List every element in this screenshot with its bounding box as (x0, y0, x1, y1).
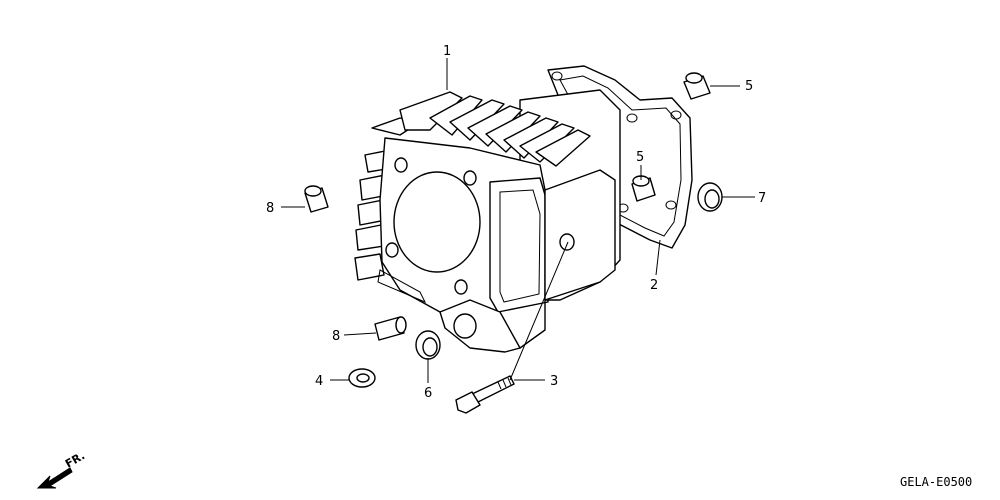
drawing-code: GELA-E0500 (900, 475, 972, 489)
dowel-pin-upper (683, 72, 711, 100)
bolt-3 (455, 375, 515, 414)
cylinder-body (354, 89, 621, 353)
callout-4: 4 (315, 374, 323, 389)
callout-8-upper: 8 (266, 201, 274, 216)
callout-3: 3 (550, 374, 558, 389)
leader-lines (281, 58, 755, 383)
dowel-pin-middle (631, 175, 656, 202)
dowel-pin-8-upper (304, 185, 329, 213)
washer-4 (348, 368, 376, 388)
front-indicator-label: FR. (63, 449, 87, 470)
callout-2: 2 (650, 278, 658, 293)
callout-6: 6 (424, 386, 432, 401)
callout-5-middle: 5 (636, 150, 644, 165)
callout-5-upper: 5 (745, 79, 753, 94)
callout-7: 7 (758, 191, 766, 206)
callout-8-lower: 8 (332, 329, 340, 344)
o-ring-6 (415, 330, 441, 360)
callout-1: 1 (443, 44, 451, 59)
o-ring-7 (697, 182, 723, 212)
dowel-pin-8-lower (374, 316, 407, 341)
front-arrow-icon (36, 467, 73, 489)
